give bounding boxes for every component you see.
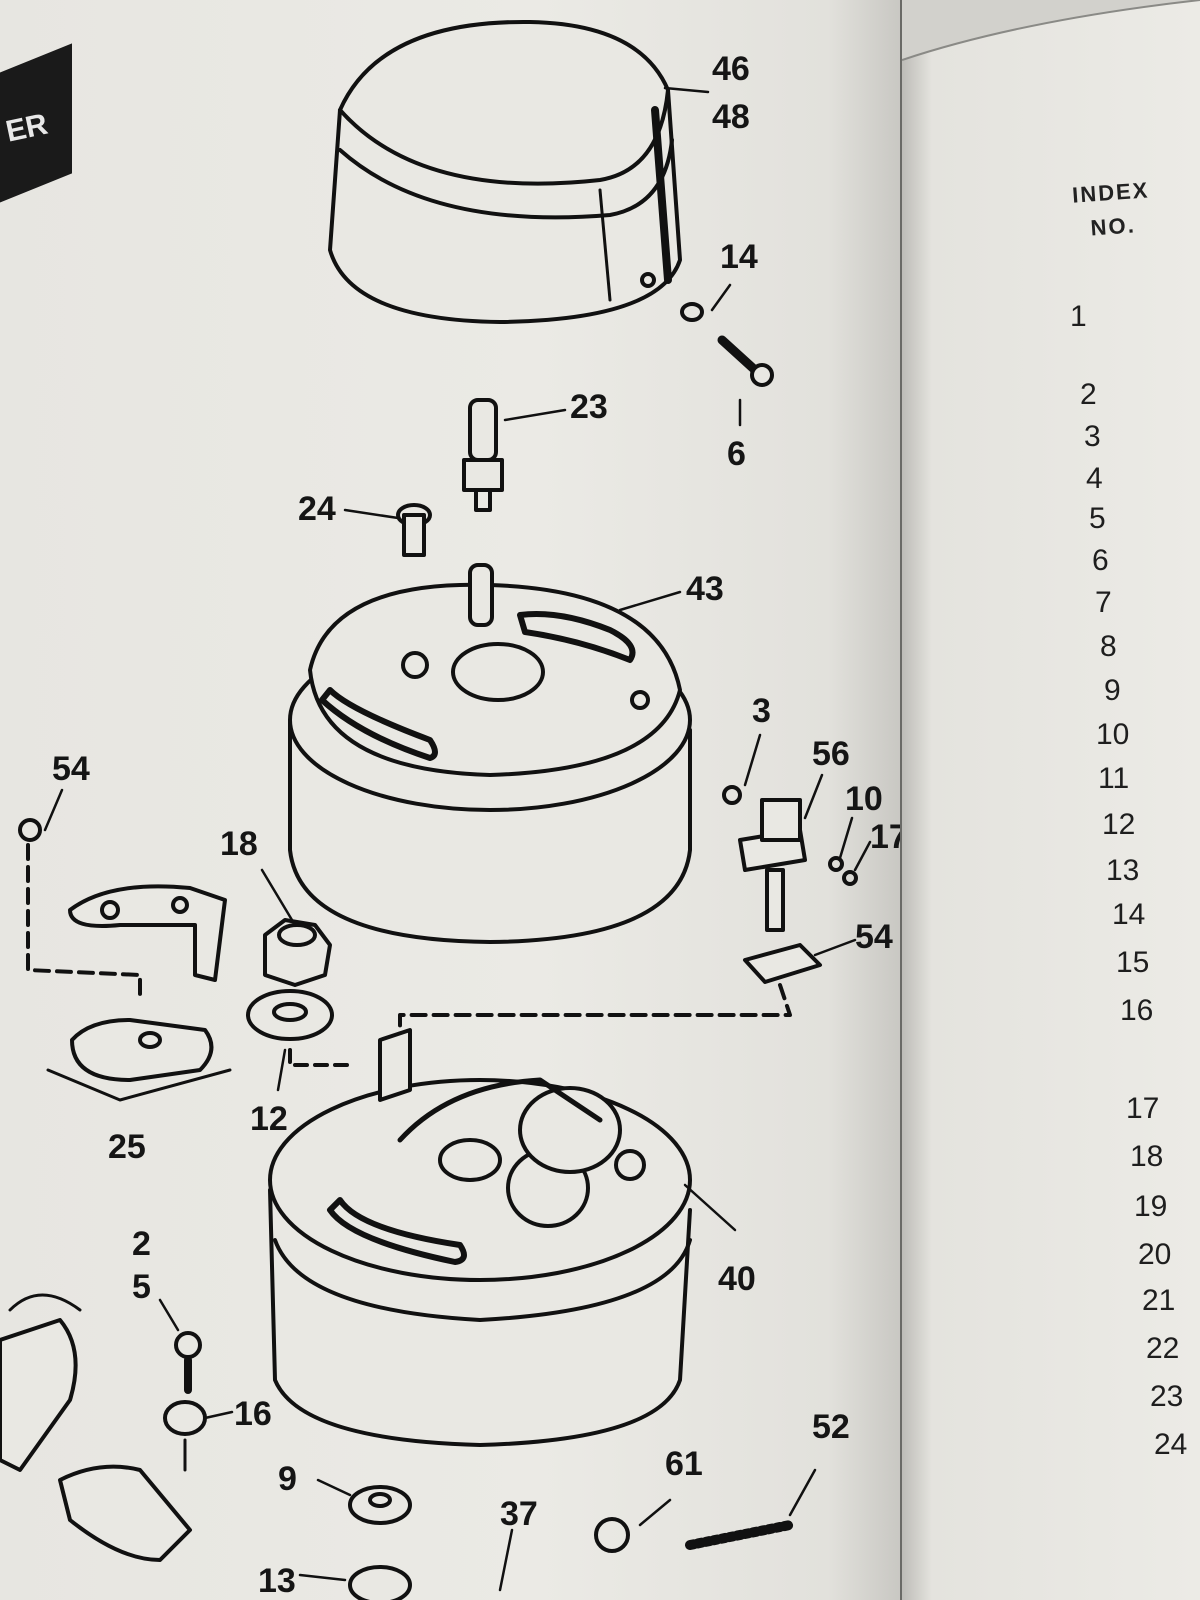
callout-6: 6	[727, 435, 746, 473]
callout-40: 40	[718, 1260, 756, 1298]
index-number: 15	[1116, 946, 1150, 979]
primary-terminal	[398, 785, 858, 1037]
index-number: 21	[1142, 1284, 1176, 1317]
contact-set	[18, 818, 232, 1102]
callout-10: 10	[845, 780, 883, 818]
index-number: 9	[1104, 674, 1121, 707]
index-number: 14	[1112, 898, 1146, 931]
index-number: 16	[1120, 994, 1154, 1027]
index-number: 1	[1070, 300, 1087, 333]
callout-25: 25	[108, 1128, 146, 1166]
index-number: 18	[1130, 1140, 1164, 1173]
index-number: 23	[1150, 1380, 1184, 1413]
callout-12: 12	[250, 1100, 288, 1138]
callout-54: 54	[52, 750, 90, 788]
index-header: INDEX NO.	[1040, 171, 1184, 249]
index-number: 4	[1086, 462, 1103, 495]
pivot-pin	[396, 503, 432, 557]
index-number: 10	[1096, 718, 1130, 751]
index-number: 12	[1102, 808, 1136, 841]
callout-13: 13	[258, 1562, 296, 1600]
condenser	[0, 1293, 192, 1562]
callout-54: 54	[855, 918, 893, 956]
callout-14: 14	[720, 238, 758, 276]
callout-9: 9	[278, 1460, 297, 1498]
callout-43: 43	[686, 570, 724, 608]
index-number: 11	[1098, 762, 1130, 795]
callout-37: 37	[500, 1495, 538, 1533]
distributor-cap	[328, 19, 682, 324]
index-number: 5	[1089, 502, 1106, 535]
breaker-plate	[288, 563, 692, 944]
index-number: 13	[1106, 854, 1140, 887]
index-number: 20	[1138, 1238, 1172, 1271]
index-number: 22	[1146, 1332, 1180, 1365]
callout-labels: 4648142362443356101754185412254025169376…	[52, 50, 900, 1600]
index-number: 19	[1134, 1190, 1168, 1223]
callout-24: 24	[298, 490, 336, 528]
rotor-shaft	[462, 398, 504, 512]
callout-23: 23	[570, 388, 608, 426]
callout-61: 61	[665, 1445, 703, 1483]
callout-5: 5	[132, 1268, 151, 1306]
index-number: 17	[1126, 1092, 1160, 1125]
nut-and-washer	[246, 918, 352, 1067]
callout-2: 2	[132, 1225, 151, 1263]
cap-screw-and-washer	[680, 302, 774, 387]
callout-52: 52	[812, 1408, 850, 1446]
index-number: 24	[1154, 1428, 1188, 1461]
index-number: 8	[1100, 630, 1117, 663]
callout-3: 3	[752, 692, 771, 730]
right-page	[902, 0, 1200, 1600]
page-curl	[902, 0, 1200, 61]
callout-18: 18	[220, 825, 258, 863]
distributor-housing	[268, 1028, 692, 1447]
index-number: 6	[1092, 544, 1109, 577]
callout-16: 16	[234, 1395, 272, 1433]
index-number: 3	[1084, 420, 1101, 453]
index-number: 7	[1095, 586, 1112, 619]
leader-lines	[43, 86, 872, 1592]
lower-hardware	[163, 1331, 795, 1600]
callout-48: 48	[712, 98, 750, 136]
callout-56: 56	[812, 735, 850, 773]
callout-46: 46	[712, 50, 750, 88]
exploded-parts-diagram: 4648142362443356101754185412254025169376…	[0, 19, 900, 1600]
callout-17: 17	[870, 818, 900, 856]
index-number: 2	[1080, 378, 1097, 411]
